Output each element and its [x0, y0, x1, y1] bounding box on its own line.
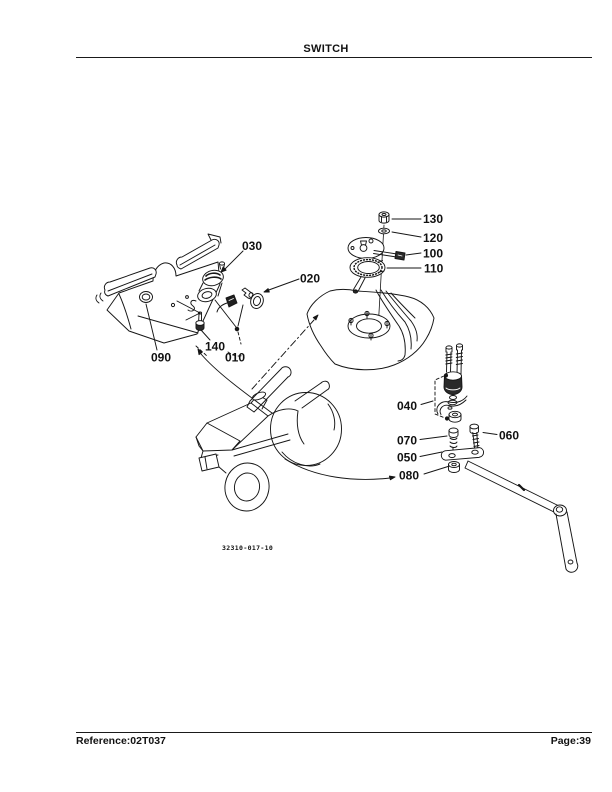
page-title: SWITCH: [303, 43, 349, 55]
fuel-tank: [306, 289, 435, 371]
callout-arcs: [197, 314, 396, 481]
figure-code: 32310-017-10: [222, 544, 273, 552]
part-label-060: 060: [499, 429, 519, 443]
instrument-panel: [95, 233, 222, 344]
footer-reference: Reference:02T037: [76, 735, 166, 747]
safety-switch-leader-lines: [419, 400, 498, 475]
panel-leader-lines: [145, 250, 300, 357]
part-label-010: 010: [225, 351, 245, 365]
part-label-030: 030: [242, 239, 262, 253]
part-label-050: 050: [397, 451, 417, 465]
footer-rule: [76, 732, 592, 733]
part-label-110: 110: [424, 262, 444, 276]
ignition-switch: [187, 261, 226, 331]
tractor-silhouette: [195, 366, 342, 512]
part-label-100: 100: [423, 247, 443, 261]
sender-leader-lines: [386, 218, 422, 269]
part-label-120: 120: [423, 231, 443, 245]
part-label-080: 080: [399, 469, 419, 483]
part-label-040: 040: [397, 399, 417, 413]
ignition-key: [216, 287, 264, 313]
footer-page-number: Page:39: [550, 735, 591, 747]
part-label-090: 090: [151, 351, 171, 365]
part-label-140: 140: [205, 340, 225, 354]
part-label-130: 130: [423, 212, 443, 226]
fuel-sender-stack: [347, 211, 406, 331]
part-label-020: 020: [300, 272, 320, 286]
safety-switch-assembly: [434, 343, 579, 573]
part-label-070: 070: [397, 434, 417, 448]
header-rule: [76, 57, 592, 58]
